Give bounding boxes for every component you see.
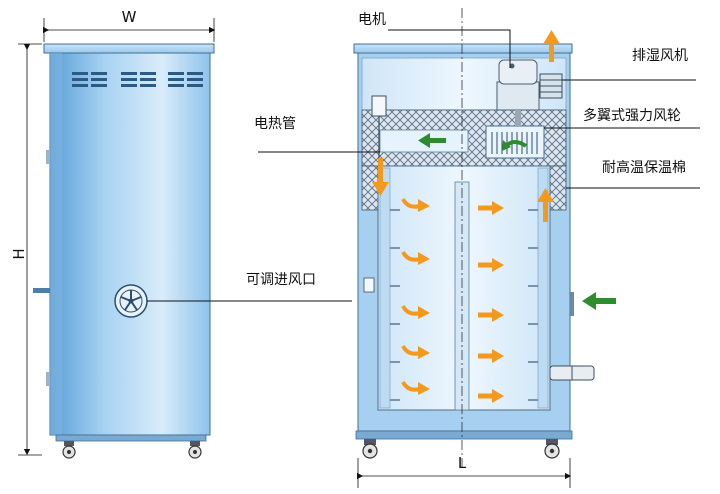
caster-wheel-icon bbox=[362, 439, 560, 459]
shelf-rails bbox=[390, 209, 538, 401]
arrow-icon bbox=[478, 389, 504, 403]
arrow-icon bbox=[478, 201, 504, 215]
height-label: H bbox=[10, 248, 28, 259]
arrow-icon bbox=[401, 305, 430, 319]
caster-wheel-icon bbox=[62, 441, 202, 459]
arrow-icon bbox=[372, 158, 389, 196]
air-inlet-label: 可调进风口 bbox=[246, 272, 316, 288]
hinge-icon bbox=[549, 365, 595, 381]
impeller-fan-icon bbox=[491, 132, 538, 154]
arrow-icon bbox=[582, 292, 616, 310]
length-dimension: L bbox=[356, 454, 572, 488]
arrow-icon bbox=[418, 133, 446, 148]
arrow-icon bbox=[478, 349, 504, 363]
chamber-airflow bbox=[401, 198, 504, 403]
motor-icon bbox=[496, 59, 540, 126]
ventilation-grille bbox=[72, 72, 203, 87]
exhaust-fan-icon bbox=[539, 73, 563, 99]
fan-icon bbox=[114, 284, 148, 318]
motor-label: 电机 bbox=[358, 12, 386, 28]
arrow-icon bbox=[401, 345, 430, 359]
length-label: L bbox=[458, 454, 467, 472]
arrow-icon bbox=[543, 30, 560, 62]
heater-label: 电热管 bbox=[254, 116, 296, 132]
arrow-icon bbox=[401, 381, 430, 395]
airflow-arrows bbox=[372, 30, 616, 310]
exhaust-fan-label: 排湿风机 bbox=[632, 48, 688, 64]
arrow-icon bbox=[478, 308, 504, 322]
arrow-icon bbox=[537, 188, 554, 222]
side-view-cabinet bbox=[33, 43, 215, 459]
width-label: W bbox=[122, 8, 137, 26]
impeller-label: 多翼式强力风轮 bbox=[583, 107, 681, 124]
arrow-icon bbox=[502, 140, 528, 151]
arrow-icon bbox=[478, 258, 504, 272]
front-view-cabinet bbox=[353, 8, 595, 470]
insulation-label: 耐高温保温棉 bbox=[602, 159, 686, 176]
arrow-icon bbox=[401, 198, 430, 212]
arrow-icon bbox=[401, 251, 430, 265]
width-dimension: W bbox=[42, 8, 216, 42]
height-dimension: H bbox=[10, 43, 42, 456]
